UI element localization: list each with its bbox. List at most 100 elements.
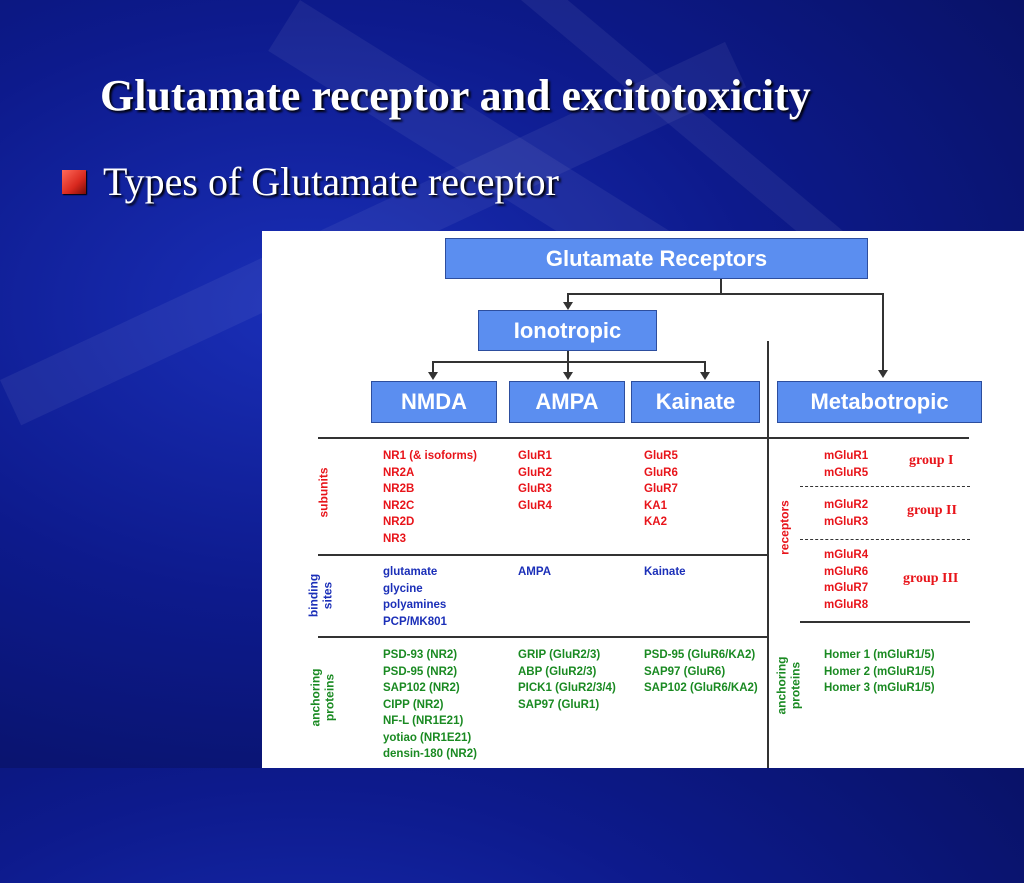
list-item: NR2D xyxy=(383,516,415,528)
list-item: PSD-93 (NR2) xyxy=(383,649,458,661)
connector-line xyxy=(567,293,883,295)
row-line xyxy=(318,554,767,556)
subunits-label: subunits xyxy=(316,467,331,518)
list-item: GluR1 xyxy=(518,450,552,462)
row-line xyxy=(318,437,969,439)
list-item: CIPP (NR2) xyxy=(383,698,444,711)
arrow-down-icon xyxy=(563,302,573,310)
list-item: mGluR2 xyxy=(824,499,869,511)
list-item: SAP97 (GluR1) xyxy=(518,698,600,711)
list-item: mGluR6 xyxy=(824,565,869,578)
metabotropic-anchoring-list: Homer 1 (mGluR1/5) Homer 2 (mGluR1/5) Ho… xyxy=(824,647,935,697)
nmda-subunits-list: NR1 (& isoforms) NR2A NR2B NR2C NR2D NR3 xyxy=(383,448,477,547)
binding-label: binding xyxy=(306,573,321,618)
list-item: glycine xyxy=(383,582,423,595)
connector-line xyxy=(567,351,569,361)
arrow-down-icon xyxy=(563,372,573,380)
list-item: GluR3 xyxy=(518,483,552,495)
group-divider xyxy=(800,539,970,540)
list-item: SAP102 (NR2) xyxy=(383,682,460,694)
bullet-text: Types of Glutamate receptor xyxy=(103,159,559,204)
kainate-anchoring-list: PSD-95 (GluR6/KA2) SAP97 (GluR6) SAP102 … xyxy=(644,647,758,697)
meta-proteins-label: proteins xyxy=(788,661,803,710)
ampa-box: AMPA xyxy=(509,381,625,423)
list-item: SAP102 (GluR6/KA2) xyxy=(644,682,758,694)
ampa-anchoring-list: GRIP (GluR2/3) ABP (GluR2/3) PICK1 (GluR… xyxy=(518,647,616,713)
arrow-down-icon xyxy=(428,372,438,380)
list-item: mGluR8 xyxy=(824,598,869,611)
anchoring-label: anchoring xyxy=(308,668,323,727)
list-item: PCP/MK801 xyxy=(383,615,447,628)
group-1-receptors: mGluR1 mGluR5 xyxy=(824,448,868,481)
group-divider xyxy=(800,486,970,487)
metabotropic-box: Metabotropic xyxy=(777,381,982,423)
ampa-subunits-list: GluR1 GluR2 GluR3 GluR4 xyxy=(518,448,552,514)
list-item: GRIP (GluR2/3) xyxy=(518,649,601,661)
list-item: Homer 2 (mGluR1/5) xyxy=(824,665,935,678)
receptor-diagram: Glutamate Receptors Ionotropic NMDA AMPA… xyxy=(262,231,1024,768)
list-item: SAP97 (GluR6) xyxy=(644,665,726,678)
list-item: Homer 1 (mGluR1/5) xyxy=(824,649,935,661)
kainate-box: Kainate xyxy=(631,381,760,423)
list-item: densin-180 (NR2) xyxy=(383,748,477,760)
list-item: Kainate xyxy=(644,566,686,578)
list-item: mGluR4 xyxy=(824,549,869,561)
connector-line xyxy=(567,361,569,372)
group-3-receptors: mGluR4 mGluR6 mGluR7 mGluR8 xyxy=(824,547,868,613)
row-line xyxy=(800,621,970,623)
list-item: polyamines xyxy=(383,599,447,611)
nmda-binding-list: glutamate glycine polyamines PCP/MK801 xyxy=(383,564,447,630)
list-item: NR1 (& isoforms) xyxy=(383,450,477,462)
list-item: PICK1 (GluR2/3/4) xyxy=(518,682,616,694)
connector-line xyxy=(432,361,434,372)
list-item: mGluR5 xyxy=(824,466,869,479)
list-item: mGluR3 xyxy=(824,515,869,528)
list-item: mGluR7 xyxy=(824,582,869,594)
group-3-label: group III xyxy=(903,571,959,586)
receptors-label: receptors xyxy=(777,500,792,555)
list-item: NR3 xyxy=(383,532,407,545)
list-item: NR2C xyxy=(383,499,415,512)
kainate-binding-list: Kainate xyxy=(644,564,686,581)
list-item: GluR4 xyxy=(518,499,552,512)
list-item: KA2 xyxy=(644,516,668,528)
list-item: NR2B xyxy=(383,483,415,495)
connector-line xyxy=(882,293,884,370)
meta-anchoring-label: anchoring xyxy=(774,656,789,715)
list-item: KA1 xyxy=(644,499,668,512)
list-item: glutamate xyxy=(383,566,438,578)
list-item: GluR7 xyxy=(644,483,678,495)
ampa-binding-list: AMPA xyxy=(518,564,551,581)
divider-line xyxy=(767,341,769,768)
bullet-square-icon xyxy=(62,170,86,194)
ionotropic-box: Ionotropic xyxy=(478,310,657,351)
list-item: Homer 3 (mGluR1/5) xyxy=(824,682,935,694)
group-1-label: group I xyxy=(909,453,954,468)
list-item: GluR5 xyxy=(644,450,678,462)
list-item: GluR2 xyxy=(518,466,552,479)
nmda-box: NMDA xyxy=(371,381,497,423)
arrow-down-icon xyxy=(878,370,888,378)
row-line xyxy=(318,636,767,638)
list-item: mGluR1 xyxy=(824,450,869,462)
connector-line xyxy=(720,279,722,294)
glutamate-receptors-box: Glutamate Receptors xyxy=(445,238,868,279)
nmda-anchoring-list: PSD-93 (NR2) PSD-95 (NR2) SAP102 (NR2) C… xyxy=(383,647,477,763)
group-2-receptors: mGluR2 mGluR3 xyxy=(824,497,868,530)
slide-title: Glutamate receptor and excitotoxicity xyxy=(100,71,811,120)
list-item: NR2A xyxy=(383,466,415,479)
list-item: GluR6 xyxy=(644,466,678,479)
list-item: PSD-95 (NR2) xyxy=(383,665,458,678)
arrow-down-icon xyxy=(700,372,710,380)
group-2-label: group II xyxy=(907,503,957,518)
list-item: yotiao (NR1E21) xyxy=(383,731,472,744)
list-item: NF-L (NR1E21) xyxy=(383,715,464,727)
sites-label: sites xyxy=(320,581,335,610)
kainate-subunits-list: GluR5 GluR6 GluR7 KA1 KA2 xyxy=(644,448,678,531)
list-item: AMPA xyxy=(518,566,552,578)
list-item: PSD-95 (GluR6/KA2) xyxy=(644,649,756,661)
connector-line xyxy=(567,293,569,303)
list-item: ABP (GluR2/3) xyxy=(518,665,597,678)
connector-line xyxy=(432,361,705,363)
proteins-label: proteins xyxy=(322,673,337,722)
